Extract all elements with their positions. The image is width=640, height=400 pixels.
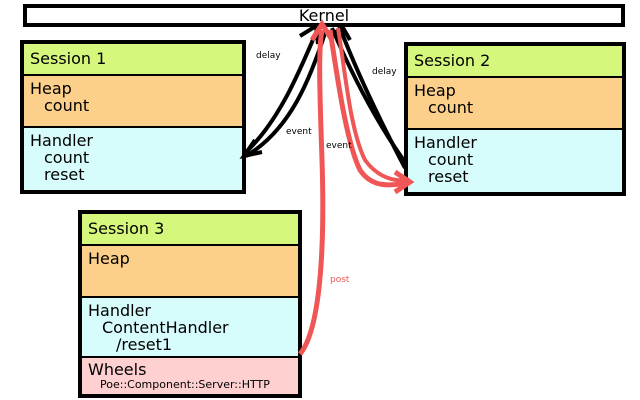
session-2-handler-title: Handler xyxy=(414,133,477,152)
session-1-handler-item: count xyxy=(44,148,90,167)
delay-label-right: delay xyxy=(372,67,397,77)
session-2-heap-item: count xyxy=(428,98,474,117)
session-3-heap-title: Heap xyxy=(88,249,130,268)
event-label-right: event xyxy=(326,141,352,151)
post-label: post xyxy=(330,275,350,285)
session-3-wheels-title: Wheels xyxy=(88,360,147,379)
session-1-heap-item: count xyxy=(44,96,90,115)
session-1-handler: Handler count reset xyxy=(24,126,242,190)
arrow-kernel-to-session-1 xyxy=(244,27,320,154)
session-1-box: Session 1 Heap count Handler count reset xyxy=(20,40,246,194)
session-3-handler: Handler ContentHandler /reset1 xyxy=(82,296,298,356)
arrow-kernel-to-session-2 xyxy=(338,27,407,169)
session-2-title-text: Session 2 xyxy=(414,51,491,70)
session-1-handler-item: reset xyxy=(44,165,85,184)
arrowhead-kernel xyxy=(298,22,320,45)
post-arrow-return xyxy=(327,29,411,188)
arrowhead-kernel xyxy=(328,22,352,41)
post-arrow-return xyxy=(336,27,411,183)
session-3-wheels: Wheels Poe::Component::Server::HTTP xyxy=(82,356,298,394)
session-1-title-text: Session 1 xyxy=(30,49,107,68)
arrowhead-session-1 xyxy=(239,138,263,160)
kernel-label: Kernel xyxy=(298,6,350,25)
session-2-handler-item: reset xyxy=(428,167,469,186)
arrow-kernel-to-session-1 xyxy=(244,29,328,158)
session-2-heap-title: Heap xyxy=(414,81,456,100)
session-3-handler-item: /reset1 xyxy=(116,335,173,354)
session-3-handler-title: Handler xyxy=(88,301,151,320)
session-2-handler-item: count xyxy=(428,150,474,169)
session-3-handler-item: ContentHandler xyxy=(102,318,229,337)
session-3-box: Session 3 Heap Handler ContentHandler /r… xyxy=(78,210,302,398)
session-1-handler-title: Handler xyxy=(30,131,93,150)
session-3-title: Session 3 xyxy=(82,214,298,244)
session-1-heap-title: Heap xyxy=(30,79,72,98)
session-2-title: Session 2 xyxy=(408,46,622,76)
kernel-box: Kernel xyxy=(23,4,625,27)
delay-label-left: delay xyxy=(256,51,281,61)
session-2-box: Session 2 Heap count Handler count reset xyxy=(404,42,626,196)
session-3-heap: Heap xyxy=(82,244,298,296)
session-2-handler: Handler count reset xyxy=(408,128,622,192)
session-1-heap: Heap count xyxy=(24,74,242,126)
session-3-wheels-item: Poe::Component::Server::HTTP xyxy=(100,378,270,391)
session-2-heap: Heap count xyxy=(408,76,622,128)
arrow-kernel-to-session-2 xyxy=(330,27,407,164)
event-label-left: event xyxy=(286,127,312,137)
post-arrow xyxy=(297,29,326,356)
session-1-title: Session 1 xyxy=(24,44,242,74)
session-3-title-text: Session 3 xyxy=(88,219,165,238)
